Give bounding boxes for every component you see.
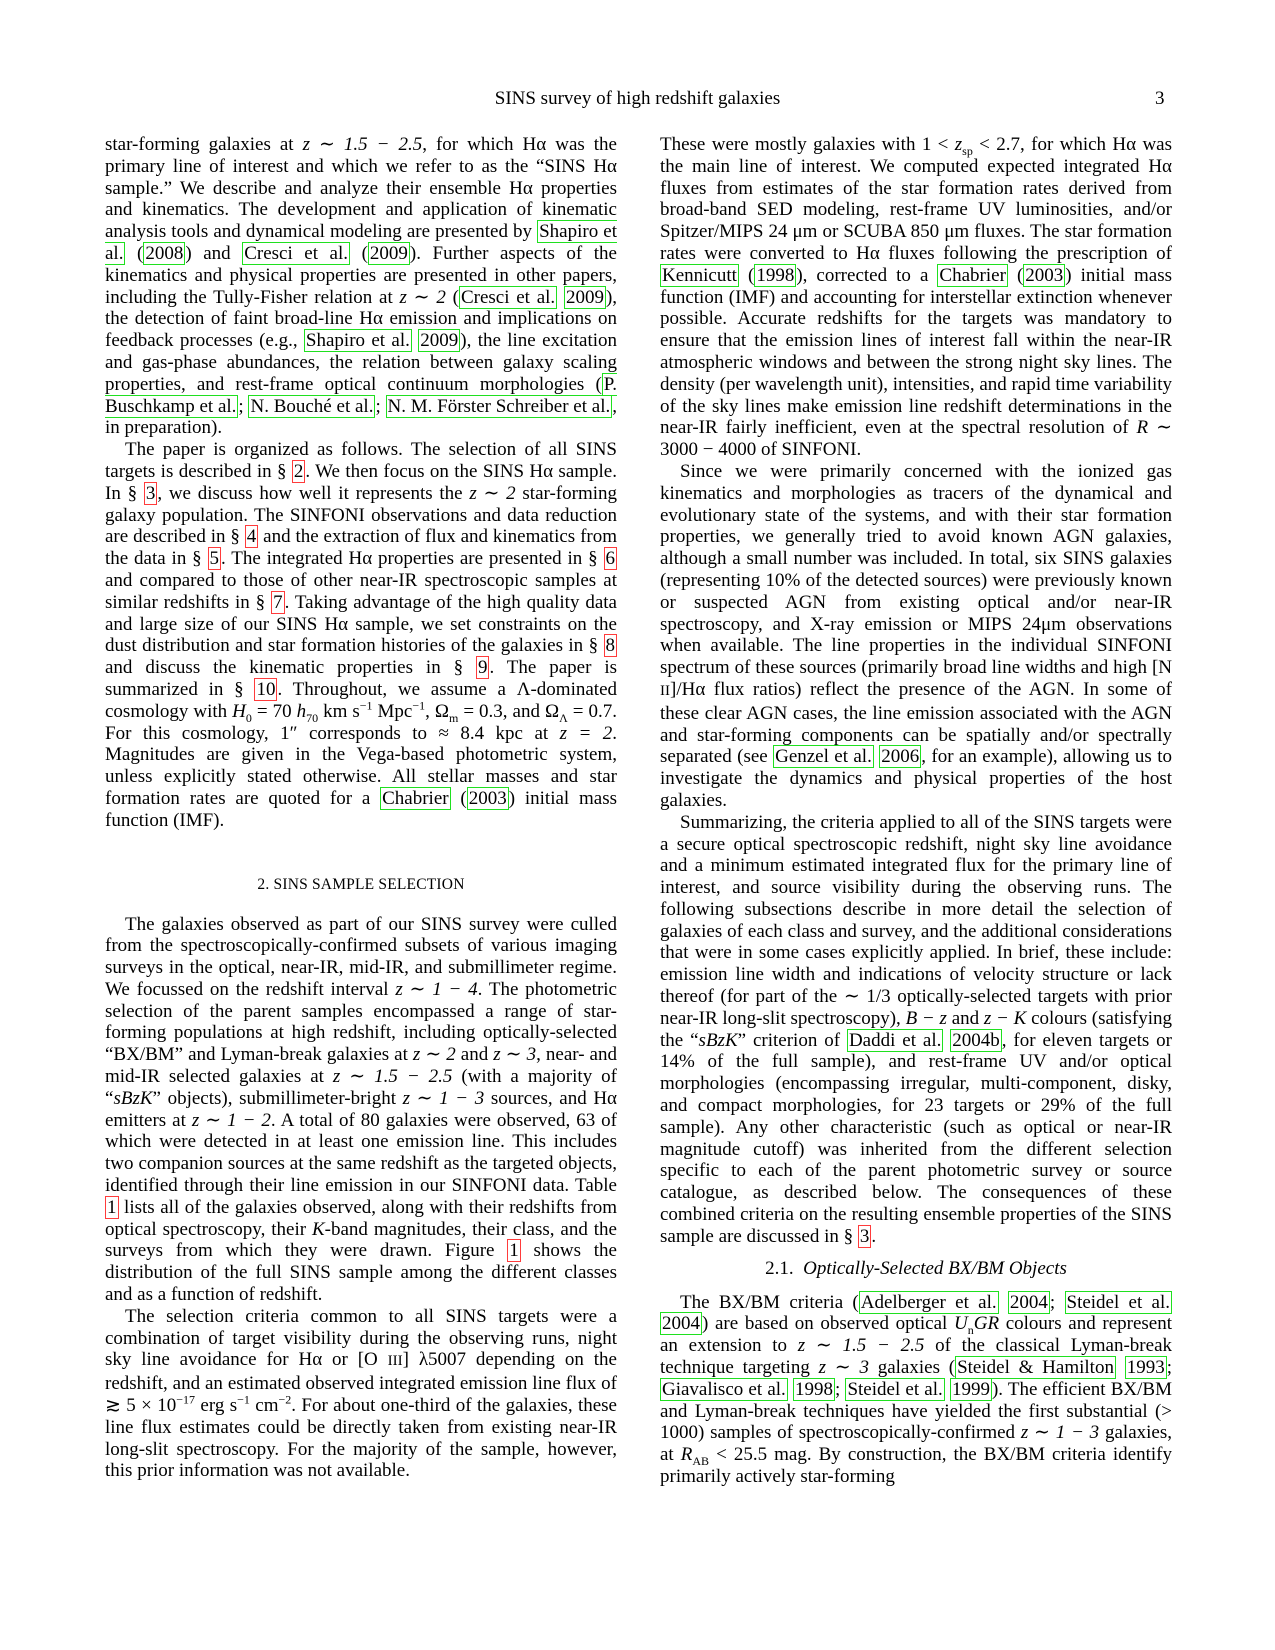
right-column: These were mostly galaxies with 1 < zsp … — [660, 134, 1173, 1488]
section-link[interactable]: 3 — [857, 1224, 872, 1248]
citation-link[interactable]: 2008 — [143, 241, 186, 265]
citation-link[interactable]: 2004 — [1007, 1290, 1050, 1314]
citation-link[interactable]: Adelberger et al. — [858, 1290, 999, 1314]
citation-link[interactable]: 1998 — [792, 1377, 835, 1401]
section-link[interactable]: 7 — [271, 590, 285, 614]
section-link[interactable]: 2 — [291, 459, 306, 483]
paragraph: star-forming galaxies at z ∼ 1.5 − 2.5, … — [105, 134, 618, 439]
paragraph: The paper is organized as follows. The s… — [105, 439, 618, 831]
section-heading: 2. SINS SAMPLE SELECTION — [257, 875, 465, 893]
paragraph: Summarizing, the criteria applied to all… — [660, 811, 1173, 1248]
section-link[interactable]: 9 — [475, 656, 490, 680]
citation-link[interactable]: Daddi et al. — [846, 1028, 944, 1052]
citation-link[interactable]: 2004b — [950, 1028, 1002, 1052]
citation-link[interactable]: Chabrier — [380, 786, 451, 810]
citation-link[interactable]: N. M. Förster Schreiber et al. — [385, 394, 613, 418]
page-number: 3 — [1155, 88, 1165, 109]
figure-link[interactable]: 1 — [507, 1239, 521, 1263]
citation-link[interactable]: 2006 — [879, 745, 922, 769]
paragraph: Since we were primarily concerned with t… — [660, 460, 1172, 811]
subsection-heading: 2.1. Optically-Selected BX/BM Objects — [765, 1257, 1067, 1279]
citation-link[interactable]: 2009 — [563, 285, 606, 309]
citation-link[interactable]: 2003 — [1023, 263, 1066, 287]
citation-link[interactable]: 1999 — [949, 1377, 992, 1401]
citation-link[interactable]: Steidel et al. — [845, 1377, 945, 1401]
section-link[interactable]: 3 — [143, 481, 158, 505]
citation-link[interactable]: Shapiro et al. — [303, 329, 412, 353]
citation-link[interactable]: Giavalisco et al. — [660, 1377, 788, 1401]
paragraph: The galaxies observed as part of our SIN… — [105, 913, 617, 1306]
section-link[interactable]: 8 — [603, 634, 617, 658]
citation-link[interactable]: 2009 — [367, 241, 410, 265]
citation-link[interactable]: Genzel et al. — [773, 745, 874, 769]
citation-link[interactable]: Kennicutt — [660, 263, 739, 287]
citation-link[interactable]: 2004 — [660, 1312, 702, 1336]
citation-link[interactable]: Steidel & Hamilton — [955, 1356, 1116, 1380]
section-link[interactable]: 4 — [244, 525, 259, 549]
citation-link[interactable]: Chabrier — [937, 263, 1008, 287]
paragraph: The BX/BM criteria (Adelberger et al. 20… — [660, 1290, 1173, 1488]
citation-link[interactable]: Cresci et al. — [242, 241, 351, 265]
citation-link[interactable]: Steidel et al. — [1064, 1290, 1173, 1314]
citation-link[interactable]: N. Bouché et al. — [248, 394, 376, 418]
citation-link[interactable]: 2009 — [418, 329, 461, 353]
citation-link[interactable]: P. Buschkamp et al. — [105, 372, 617, 418]
citation-link[interactable]: 2003 — [466, 786, 509, 810]
citation-link[interactable]: Cresci et al. — [458, 285, 558, 309]
running-head: SINS survey of high redshift galaxies — [494, 88, 781, 109]
citation-link[interactable]: 1993 — [1124, 1356, 1167, 1380]
left-column: star-forming galaxies at z ∼ 1.5 − 2.5, … — [105, 134, 617, 1482]
section-link[interactable]: 6 — [603, 547, 617, 571]
section-link[interactable]: 10 — [254, 677, 278, 701]
citation-link[interactable]: 1998 — [754, 263, 797, 287]
citation-link[interactable]: Shapiro et al. — [105, 220, 617, 265]
paragraph: The selection criteria common to all SIN… — [105, 1305, 617, 1482]
table-link[interactable]: 1 — [105, 1195, 119, 1219]
paragraph: These were mostly galaxies with 1 < zsp … — [660, 134, 1173, 461]
section-link[interactable]: 5 — [207, 547, 222, 571]
